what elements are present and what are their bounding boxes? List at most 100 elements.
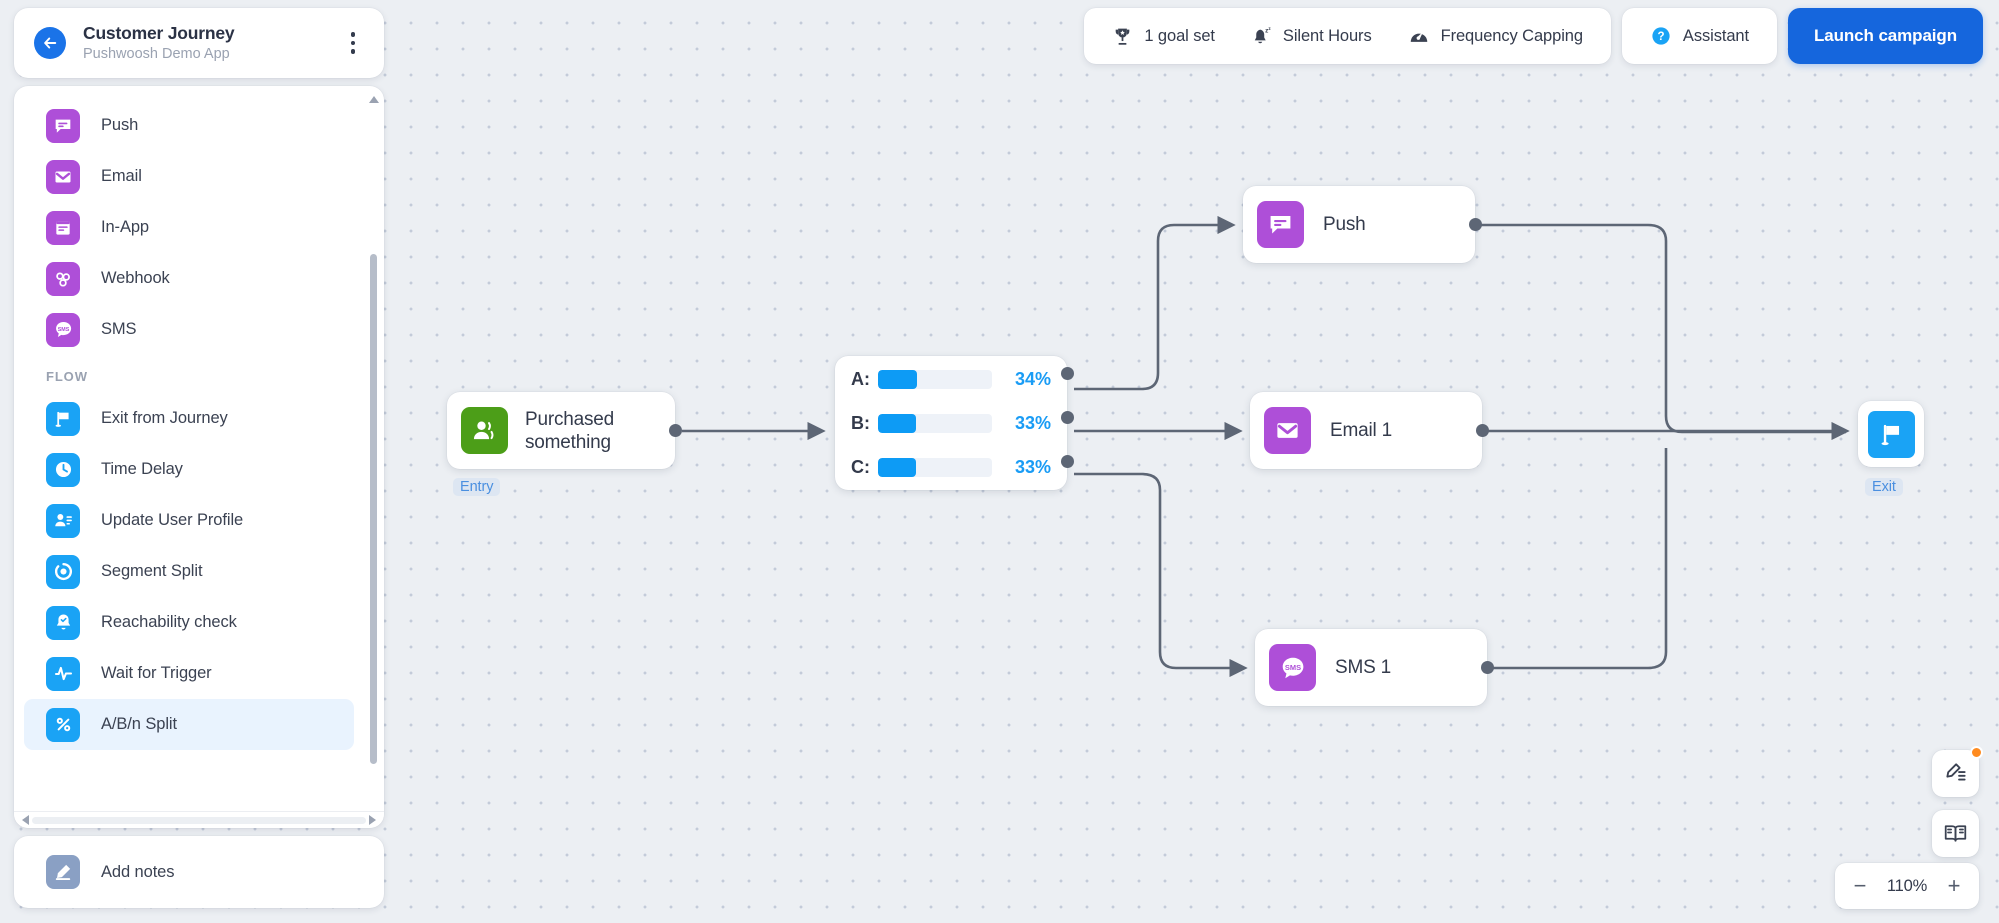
segment-icon	[46, 554, 80, 589]
output-port-b[interactable]	[1060, 411, 1074, 424]
sidebar-item-label: Push	[101, 116, 139, 134]
node-email-1[interactable]: Email 1	[1250, 392, 1489, 469]
launch-campaign-button[interactable]: Launch campaign	[1787, 8, 1983, 64]
assistant-group: ? Assistant	[1621, 8, 1777, 64]
output-port[interactable]	[668, 424, 682, 437]
scrollbar-thumb[interactable]	[370, 254, 377, 764]
sidebar-item-time-delay[interactable]: Time Delay	[24, 444, 354, 495]
sidebar-item-label: Wait for Trigger	[101, 664, 212, 682]
silent-hours-button[interactable]: z z Silent Hours	[1233, 16, 1390, 56]
split-key: B:	[851, 412, 870, 433]
sidebar-item-email[interactable]: Email	[24, 151, 354, 202]
scroll-right-icon[interactable]	[369, 815, 376, 825]
split-row[interactable]: A: 34%	[851, 357, 1074, 401]
audience-icon	[461, 407, 508, 454]
page-title: Customer Journey	[83, 22, 235, 43]
sidebar-item-reachability-check[interactable]: Reachability check	[24, 597, 354, 648]
node-abn-split[interactable]: A: 34% B: 33% C: 33%	[835, 356, 1074, 490]
sidebar-item-abn-split[interactable]: A/B/n Split	[24, 699, 354, 750]
split-key: A:	[851, 368, 870, 389]
sidebar-item-update-user-profile[interactable]: Update User Profile	[24, 495, 354, 546]
silent-hours-label: Silent Hours	[1282, 26, 1372, 45]
speedometer-icon	[1408, 25, 1430, 47]
guide-fab-button[interactable]	[1932, 810, 1979, 857]
trophy-icon	[1112, 26, 1133, 47]
split-bar	[878, 369, 992, 389]
goal-set-label: 1 goal set	[1144, 26, 1215, 45]
output-port[interactable]	[1475, 424, 1489, 437]
notes-fab-button[interactable]	[1932, 746, 1983, 797]
assistant-button[interactable]: ? Assistant	[1632, 16, 1767, 56]
node-label: Push	[1323, 214, 1366, 235]
journey-settings-group: 1 goal set z z Silent Hours Frequency Ca	[1084, 8, 1611, 64]
split-bar	[878, 413, 992, 433]
split-bar	[878, 457, 992, 477]
scrollbar-track[interactable]	[32, 817, 366, 824]
scroll-left-icon[interactable]	[22, 815, 29, 825]
output-port-a[interactable]	[1060, 367, 1074, 380]
split-row[interactable]: B: 33%	[851, 401, 1074, 445]
node-push[interactable]: Push	[1243, 186, 1482, 263]
svg-text:SMS: SMS	[57, 327, 69, 333]
exit-badge: Exit	[1865, 478, 1903, 496]
notification-dot	[1970, 746, 1983, 759]
in-app-icon	[46, 210, 80, 245]
sidebar-item-wait-for-trigger[interactable]: Wait for Trigger	[24, 648, 354, 699]
sidebar-item-segment-split[interactable]: Segment Split	[24, 546, 354, 597]
sidebar-item-label: Segment Split	[101, 562, 203, 580]
sidebar-item-push[interactable]: Push	[24, 100, 354, 151]
sidebar-item-label: SMS	[101, 320, 137, 338]
node-sms-1[interactable]: SMS SMS 1	[1255, 629, 1494, 706]
email-icon	[46, 159, 80, 194]
user-edit-icon	[46, 503, 80, 538]
sidebar-item-webhook[interactable]: Webhook	[24, 253, 354, 304]
zoom-level-value: 110%	[1886, 876, 1928, 895]
clock-icon	[46, 452, 80, 487]
output-port[interactable]	[1480, 661, 1494, 674]
bell-sleep-icon: z z	[1251, 26, 1272, 47]
kebab-menu-icon[interactable]	[340, 28, 366, 58]
node-exit[interactable]	[1858, 401, 1924, 467]
split-percent: 34%	[1014, 368, 1051, 389]
split-key: C:	[851, 456, 870, 477]
add-notes-label: Add notes	[101, 862, 175, 881]
sidebar-item-exit-from-journey[interactable]: Exit from Journey	[24, 393, 354, 444]
back-arrow-icon[interactable]	[34, 27, 66, 59]
sidebar-item-label: In-App	[101, 218, 150, 236]
zoom-out-button[interactable]: −	[1853, 873, 1867, 898]
sidebar-item-label: Reachability check	[101, 613, 237, 631]
sms-icon: SMS	[46, 312, 80, 347]
frequency-capping-button[interactable]: Frequency Capping	[1390, 16, 1601, 56]
email-icon	[1264, 407, 1311, 454]
zoom-in-button[interactable]: +	[1947, 873, 1961, 898]
node-label: SMS 1	[1335, 657, 1392, 678]
goal-set-button[interactable]: 1 goal set	[1094, 16, 1233, 56]
add-notes-button[interactable]: Add notes	[14, 836, 384, 908]
sidebar-item-sms[interactable]: SMS SMS	[24, 304, 354, 355]
question-circle-icon: ?	[1650, 25, 1672, 47]
entry-badge: Entry	[453, 478, 501, 496]
node-entry-purchased-something[interactable]: Purchased something	[447, 392, 682, 469]
sidebar-item-label: Update User Profile	[101, 511, 244, 529]
svg-text:?: ?	[1657, 31, 1664, 43]
split-percent: 33%	[1014, 456, 1051, 477]
pulse-icon	[46, 656, 80, 691]
blocks-vertical-scrollbar[interactable]	[368, 94, 379, 820]
blocks-panel: Push Email	[14, 86, 384, 828]
sidebar-section-flow: FLOW	[46, 369, 88, 384]
split-row[interactable]: C: 33%	[851, 445, 1074, 489]
app-name: Pushwoosh Demo App	[83, 45, 230, 62]
sidebar-item-label: Email	[101, 167, 142, 185]
bell-check-icon	[46, 605, 80, 640]
scroll-up-icon[interactable]	[368, 94, 379, 105]
output-port[interactable]	[1468, 218, 1482, 231]
blocks-scroll-area[interactable]: Push Email	[14, 100, 384, 811]
output-port-c[interactable]	[1060, 455, 1074, 468]
svg-text:z: z	[1265, 27, 1268, 34]
sidebar-item-in-app[interactable]: In-App	[24, 202, 354, 253]
node-label: Email 1	[1330, 420, 1392, 441]
flag-icon	[1867, 410, 1915, 458]
blocks-horizontal-scrollbar[interactable]	[14, 811, 384, 828]
